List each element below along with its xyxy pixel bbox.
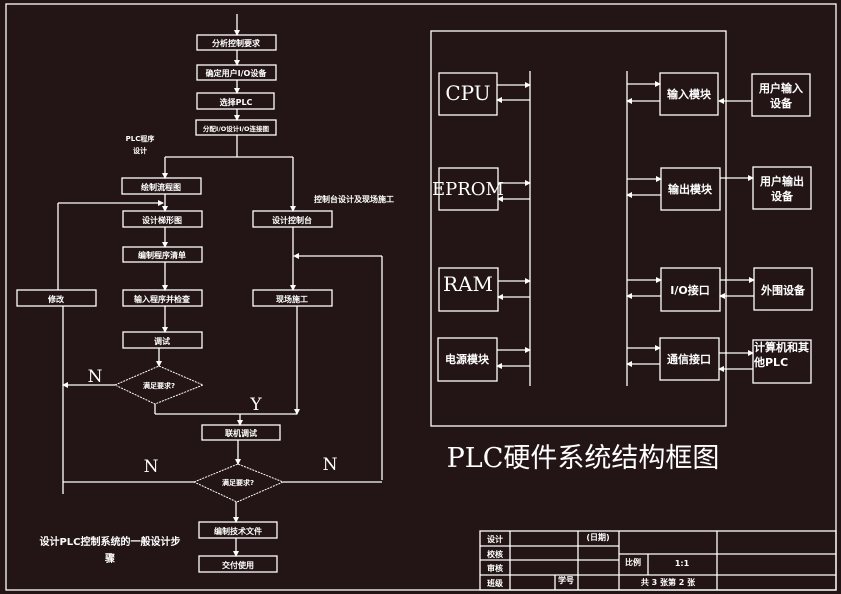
tb-design: 设计 (487, 534, 503, 544)
step-joint-debug-box[interactable] (201, 424, 281, 441)
module-input: 输入模块 (667, 87, 712, 101)
step-ladder-box[interactable] (122, 210, 203, 228)
drawing-frame (5, 3, 837, 591)
decision-1-label: 满足要求? (143, 381, 175, 390)
device-output-1: 用户输出 (760, 174, 804, 188)
step-wiring-box[interactable] (252, 289, 333, 307)
tb-student-id: 学号 (558, 575, 574, 585)
device-computer-2: 他PLC (753, 355, 788, 369)
device-peripheral: 外围设备 (760, 283, 806, 297)
decision-2-label: 满足要求? (222, 478, 254, 487)
step-debug: 调试 (154, 336, 170, 346)
label-n1: N (88, 367, 103, 387)
label-y1: Y (249, 395, 262, 415)
step-input-program-box[interactable] (122, 289, 203, 307)
hardware-title: PLC硬件系统结构框图 (447, 443, 720, 474)
tb-check: 校核 (487, 549, 503, 559)
step-analyze: 分析控制要求 (212, 38, 261, 48)
module-io: I/O接口 (670, 283, 709, 297)
step-wiring: 现场施工 (276, 294, 308, 304)
block-power-box[interactable] (437, 337, 498, 382)
device-output-box[interactable] (752, 166, 812, 210)
step-modify: 修改 (47, 294, 65, 304)
flowchart-caption-1: 设计PLC控制系统的一般设计步 (39, 535, 180, 548)
block-cpu: CPU (445, 81, 490, 105)
step-deliver-box[interactable] (198, 555, 278, 573)
flowchart-caption-2: 骤 (105, 553, 115, 565)
step-flowchart-box[interactable] (121, 177, 202, 195)
title-block: 设计 校核 审核 班级 学号 (日期) 比例 1:1 共 3 张第 2 张 (479, 530, 837, 591)
step-ladder: 设计梯形图 (142, 215, 182, 225)
step-modify-box[interactable] (16, 289, 97, 307)
step-docs: 编制技术文件 (214, 526, 262, 536)
tb-sheet-info: 共 3 张第 2 张 (641, 577, 696, 587)
block-cpu-box[interactable] (438, 72, 498, 116)
block-eprom: EPROM (432, 179, 504, 200)
block-ram-box[interactable] (438, 267, 499, 312)
decision-1[interactable] (113, 365, 205, 405)
hardware-frame (430, 30, 727, 427)
module-output-box[interactable] (660, 167, 721, 211)
module-io-box[interactable] (660, 267, 721, 312)
hardware-diagram: CPU EPROM RAM 电源模块 输入模块 输出模块 I/O接口 通信接口 (430, 30, 813, 474)
step-io-devices: 确定用户I/O设备 (206, 68, 268, 78)
block-ram: RAM (443, 272, 493, 296)
tb-scale-value: 1:1 (675, 559, 690, 568)
step-listing-box[interactable] (122, 246, 203, 263)
block-eprom-box[interactable] (438, 167, 499, 211)
label-n2: N (144, 457, 159, 477)
module-input-box[interactable] (659, 72, 719, 116)
step-debug-box[interactable] (122, 331, 203, 349)
device-output-2: 设备 (771, 189, 794, 203)
step-deliver: 交付使用 (222, 560, 254, 570)
step-assign-io-box[interactable] (195, 119, 277, 136)
module-output: 输出模块 (668, 182, 713, 196)
step-flowchart: 绘制流程图 (141, 182, 181, 192)
step-docs-box[interactable] (198, 521, 278, 539)
step-console: 设计控制台 (272, 215, 312, 225)
module-comm: 通信接口 (667, 352, 711, 366)
tb-review: 审核 (487, 563, 503, 573)
device-computer-box[interactable] (752, 339, 812, 384)
block-power: 电源模块 (445, 352, 490, 366)
step-joint-debug: 联机调试 (225, 428, 257, 438)
step-input-program: 输入程序并检查 (134, 294, 191, 304)
tb-scale-label: 比例 (625, 557, 641, 567)
branch-right-label: 控制台设计及现场施工 (314, 194, 394, 204)
device-peripheral-box[interactable] (753, 267, 813, 311)
device-input-1: 用户输入 (759, 81, 803, 95)
step-select-plc: 选择PLC (220, 97, 253, 107)
device-input-2: 设备 (770, 96, 793, 110)
tb-class: 班级 (487, 578, 504, 588)
module-comm-box[interactable] (659, 337, 720, 381)
device-input-box[interactable] (751, 73, 811, 117)
step-select-plc-box[interactable] (196, 92, 275, 110)
flowchart: 分析控制要求 确定用户I/O设备 选择PLC 分配I/O设计I/O连接图 PLC… (16, 14, 394, 573)
branch-left-label-1: PLC程序 (126, 134, 155, 143)
label-n3: N (323, 455, 338, 475)
step-listing: 编制程序清单 (138, 250, 186, 260)
step-assign-io: 分配I/O设计I/O连接图 (203, 124, 270, 133)
tb-date: (日期) (586, 532, 609, 542)
branch-left-label-2: 设计 (133, 146, 147, 155)
device-computer-1: 计算机和其 (754, 340, 809, 354)
